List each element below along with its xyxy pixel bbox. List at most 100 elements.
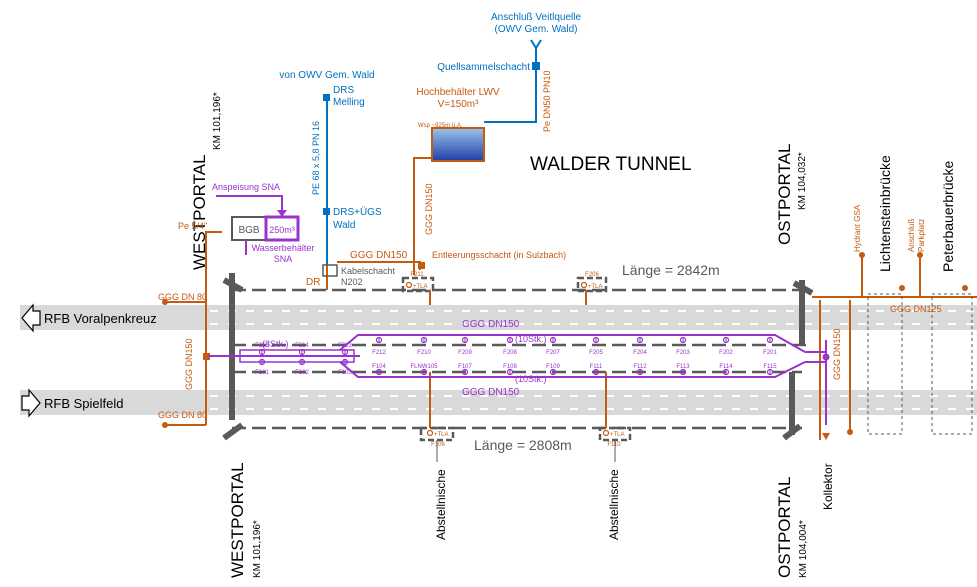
diagram-title: WALDER TUNNEL (530, 154, 692, 175)
tla-id: F106 (431, 442, 445, 448)
hydrant-label: F107 (458, 364, 472, 370)
ggg-dn150-vertical-label: GGG DN150 (424, 183, 434, 235)
count-south-label: (10Stk.) (515, 374, 547, 384)
arrow-left-icon (21, 303, 41, 333)
collector-junction (822, 353, 830, 361)
portal-east-top-km: KM 104,032* (797, 152, 808, 210)
tla-niches (401, 276, 632, 442)
dr-label: DR (306, 277, 320, 288)
portal-east-top: OSTPORTAL (775, 144, 794, 245)
tla-id: F211 (410, 272, 424, 278)
track-label-south: RFB Spielfeld (44, 396, 123, 411)
hydrant-gsa-label: Hydrant GSA (853, 204, 862, 252)
hydrant-label: F111 (590, 364, 603, 370)
ggg-pipe-network (165, 157, 977, 440)
ggg-dn125-label: GGG DN125 (890, 304, 942, 314)
supply-from-label: von OWV Gem. Wald (279, 70, 374, 81)
length-south: Länge = 2808m (474, 437, 572, 453)
hydrant-label: F215 (255, 343, 269, 349)
tla-label: +TLA (610, 432, 625, 438)
ggg-endpoint (162, 422, 168, 428)
ggg-dn150-north-label: GGG DN150 (462, 319, 520, 330)
cable-shaft-id: N202 (341, 277, 363, 287)
hydrant-label: F108 (503, 364, 517, 370)
ggg-endpoint (899, 285, 905, 291)
ggg-endpoint (962, 285, 968, 291)
drs-melling-node (323, 94, 330, 101)
tunnel-tube-south (222, 370, 802, 441)
arrow-down-icon (277, 210, 287, 217)
tla-id: F110 (607, 442, 621, 448)
tla-hydrant-icon (580, 281, 588, 289)
source-label: Anschluß Veitlquelle (491, 12, 581, 23)
hydrant-label: F113 (676, 364, 690, 370)
hydrant-label: F102 (295, 370, 309, 376)
drs-melling-sub: Melling (333, 97, 365, 108)
hydrant-label: F213 (338, 343, 352, 349)
tla-id: F206 (585, 272, 599, 278)
tunnel-tube-north (222, 273, 814, 420)
bridge-label: Peterbauerbrücke (940, 160, 956, 272)
hydrant-label: F202 (719, 350, 733, 356)
arrow-down-icon (822, 433, 830, 440)
bridge-label: Lichtensteinbrücke (877, 155, 893, 272)
sna-tank-sub: SNA (274, 254, 293, 264)
hydrant-label: F101 (255, 370, 269, 376)
hydrant-label: F203 (676, 350, 690, 356)
hydrant-label: F109 (546, 364, 560, 370)
parking-label: Anschluß (907, 219, 916, 252)
hydrant-label: F208 (503, 350, 517, 356)
drs-uegs-sub: Wald (333, 220, 355, 231)
ggg-endpoint (859, 252, 865, 258)
ggg-dn80-top-label: GGG DN 80 (158, 292, 207, 302)
track-band-north (20, 305, 977, 330)
ggg-junction (203, 353, 210, 360)
arrow-right-icon (21, 388, 41, 418)
niche-label: Abstellnische (434, 469, 448, 540)
hydrant-label: F201 (763, 350, 777, 356)
sna-tank-label: Wasserbehälter (252, 243, 315, 253)
hydrant-label: F209 (458, 350, 472, 356)
portal-west-bottom: WESTPORTAL (228, 462, 247, 578)
ggg-endpoint (917, 252, 923, 258)
hydrant-label: F115 (763, 364, 777, 370)
portal-west-top-km: KM 101,196* (212, 92, 223, 150)
hydrant-label: F204 (633, 350, 647, 356)
elevated-tank (431, 127, 485, 162)
hydrant-label: FLNW105 (410, 364, 438, 370)
count-west-label: (3Stk.) (262, 339, 289, 349)
sna-pipe-network (208, 240, 827, 425)
tla-hydrant-icon (405, 281, 413, 289)
drs-uegs-label: DRS+ÜGS (333, 206, 382, 218)
spring-source-icon (530, 39, 542, 50)
portal-east-bottom: OSTPORTAL (775, 477, 794, 578)
ggg-endpoint (847, 429, 853, 435)
portal-east-bottom-km: KM 104,004* (798, 520, 809, 578)
hydrant-label: F210 (417, 350, 431, 356)
drain-shaft-label: Entleerungsschacht (in Sulzbach) (432, 250, 566, 260)
feed-sna-label: Anspeisung SNA (212, 182, 280, 192)
parking-sub: Parkplatz (917, 219, 926, 252)
drs-wald-node (323, 208, 330, 215)
tank-level: Wsp ~925m ü.A. (418, 123, 463, 129)
length-north: Länge = 2842m (622, 262, 720, 278)
tla-label: +TLA (413, 284, 428, 290)
collector-label: Kollektor (821, 463, 835, 510)
count-north-label: (10Stk.) (515, 334, 547, 344)
hydrant-label: F103 (338, 370, 352, 376)
ggg-dn80-bottom-label: GGG DN 80 (158, 410, 207, 420)
drain-shaft-node (418, 262, 425, 269)
track-label-north: RFB Voralpenkreuz (44, 311, 157, 326)
hydrant-label: F212 (372, 350, 386, 356)
source-sub: (OWV Gem. Wald) (495, 24, 578, 35)
portal-west-top: WESTPORTAL (190, 154, 209, 270)
ggg-dn150-west-label: GGG DN150 (184, 338, 194, 390)
cable-shaft-label: Kabelschacht (341, 266, 396, 276)
hydrant-label: F112 (633, 364, 647, 370)
track-band-south (20, 390, 977, 415)
tank-title: Hochbehälter LWV (416, 87, 500, 98)
pe-54-label: Pe 5/4" (178, 221, 207, 231)
